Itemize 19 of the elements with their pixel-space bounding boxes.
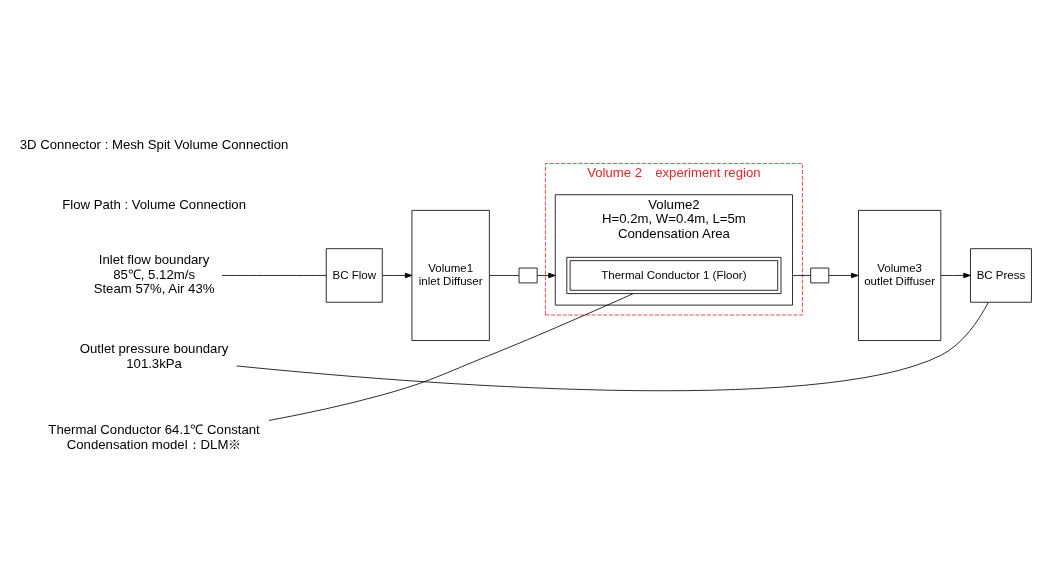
legend-label: Flow Path : Volume Connection <box>62 196 246 212</box>
node-box: BC Press <box>970 248 1032 303</box>
node-box <box>810 267 830 284</box>
node-box: Volume1 inlet Diffuser <box>411 209 490 341</box>
node-box: Volume3 outlet Diffuser <box>858 209 942 341</box>
node-text: Thermal Conductor 64.1℃ Constant Condensation model：DLM※ <box>48 422 260 453</box>
node-box <box>518 267 538 284</box>
connector <box>221 275 327 276</box>
connector <box>236 301 989 392</box>
connector <box>792 275 811 276</box>
arrow <box>940 272 971 279</box>
node-text: Outlet pressure boundary 101.3kPa <box>79 340 229 371</box>
node-box: BC Flow <box>325 248 383 303</box>
legend-label: 3D Connector : Mesh Spit Volume Connection <box>19 137 289 153</box>
arrow <box>828 272 859 279</box>
connector <box>489 275 520 276</box>
arrow <box>382 272 413 279</box>
arrow <box>536 272 556 279</box>
node-text: Inlet flow boundary 85℃, 5.12m/s Steam 57%, Air 43% <box>93 251 215 297</box>
